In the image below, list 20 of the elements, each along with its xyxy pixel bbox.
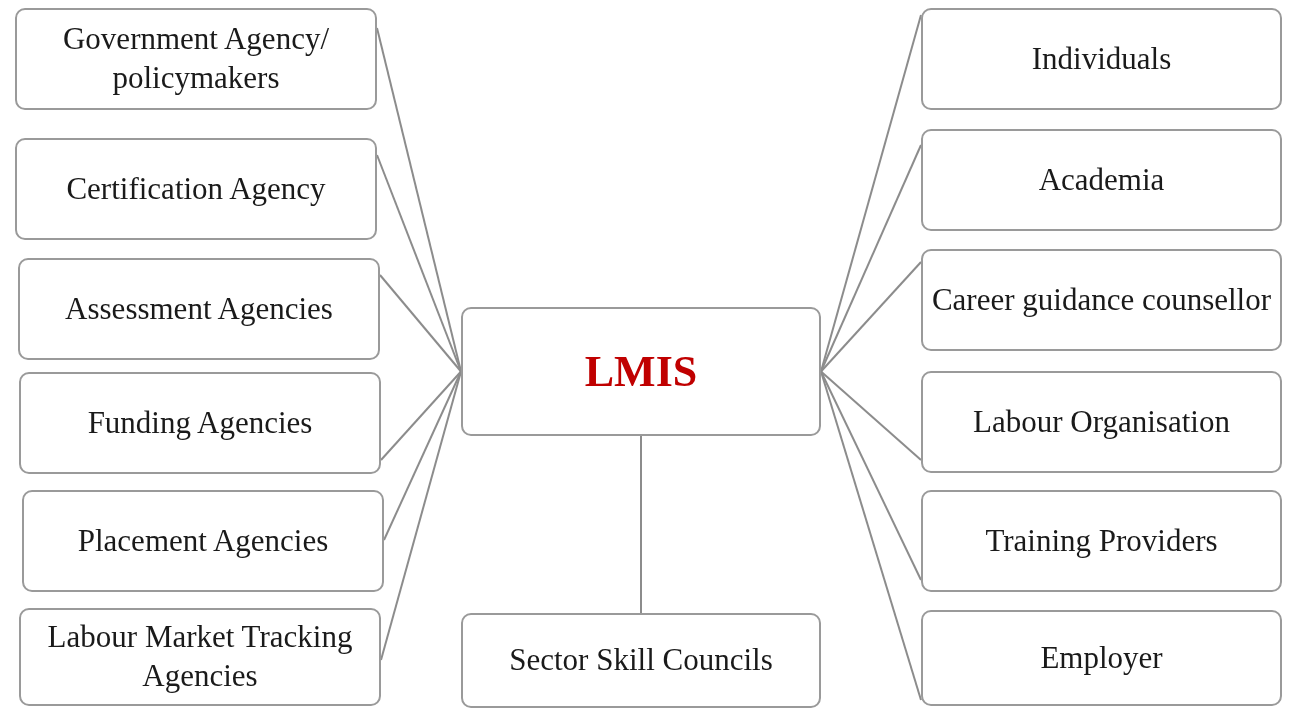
connector-line [380,370,462,461]
connector-line [379,274,462,373]
stakeholder-box: Employer [921,610,1282,706]
stakeholder-box: Certification Agency [15,138,377,240]
stakeholder-box: Training Providers [921,490,1282,592]
connector-line [383,370,462,541]
stakeholder-box: Placement Agencies [22,490,384,592]
stakeholder-box: Assessment Agencies [18,258,380,360]
stakeholder-box: Sector Skill Councils [461,613,821,708]
connector-line [640,435,642,614]
stakeholder-box: Funding Agencies [19,372,381,474]
stakeholder-box: Academia [921,129,1282,231]
connector-line [820,370,922,461]
stakeholder-box: Labour Organisation [921,371,1282,473]
stakeholder-box: Government Agency/ policymakers [15,8,377,110]
stakeholder-box: Individuals [921,8,1282,110]
connector-line [820,261,922,373]
stakeholder-box: Labour Market Tracking Agencies [19,608,381,706]
stakeholder-box: Career guidance counsellor [921,249,1282,351]
central-box: LMIS [461,307,821,436]
